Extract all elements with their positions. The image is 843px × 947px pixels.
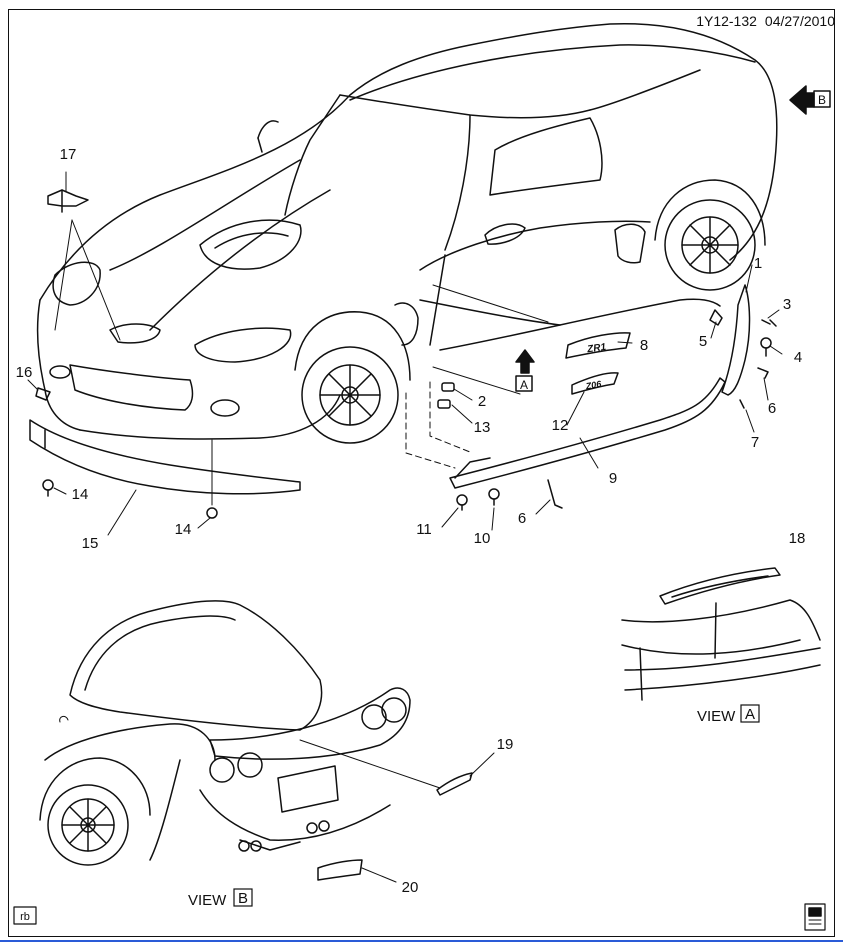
callout-1: 1 xyxy=(754,255,762,272)
zr1-badge-part xyxy=(565,332,631,359)
callout-12: 12 xyxy=(552,417,569,434)
view-b-arrow xyxy=(789,85,831,115)
callout-11: 11 xyxy=(416,521,432,538)
callout-13: 13 xyxy=(474,419,491,436)
callout-9: 9 xyxy=(609,470,617,487)
z06-badge-text: Z06 xyxy=(584,379,603,392)
callout-15: 15 xyxy=(82,535,99,552)
callout-17: 17 xyxy=(60,146,77,163)
fastener-parts xyxy=(35,309,777,519)
rear-mudflap-part xyxy=(721,284,751,396)
callout-7: 7 xyxy=(751,434,759,451)
zr1-badge-text: ZR1 xyxy=(586,342,608,356)
z06-badge-part xyxy=(571,372,619,395)
callout-2: 2 xyxy=(478,393,486,410)
callout-6-upper: 6 xyxy=(768,400,776,417)
view-a-detail xyxy=(621,567,821,701)
side-rocker-part xyxy=(449,377,726,489)
callout-10: 10 xyxy=(474,530,491,547)
view-a-box-letter: A xyxy=(745,706,755,723)
callout-16: 16 xyxy=(16,364,33,381)
bottom-rule xyxy=(0,940,843,942)
leader-lines xyxy=(27,171,783,536)
callout-20: 20 xyxy=(402,879,419,896)
view-b-rear-car xyxy=(39,600,495,883)
callout-5: 5 xyxy=(699,333,707,350)
callout-4: 4 xyxy=(794,349,802,366)
front-emblem-part xyxy=(47,189,89,213)
view-b-box-letter: B xyxy=(238,890,248,907)
view-a-marker: A xyxy=(520,378,528,392)
corner-tag: rb xyxy=(20,911,30,923)
diagram-frame xyxy=(8,9,835,937)
view-b-label: VIEW xyxy=(188,892,227,909)
publication-icon xyxy=(804,903,826,931)
callout-14-left: 14 xyxy=(72,486,89,503)
view-b-marker: B xyxy=(818,93,826,107)
callout-14-right: 14 xyxy=(175,521,192,538)
callout-18: 18 xyxy=(789,530,806,547)
callout-3: 3 xyxy=(783,296,791,313)
main-car-body xyxy=(29,22,778,495)
view-a-arrow xyxy=(515,349,535,392)
callout-6-lower: 6 xyxy=(518,510,526,527)
callout-8: 8 xyxy=(640,337,648,354)
view-a-label: VIEW xyxy=(697,708,736,725)
callout-19: 19 xyxy=(497,736,514,753)
